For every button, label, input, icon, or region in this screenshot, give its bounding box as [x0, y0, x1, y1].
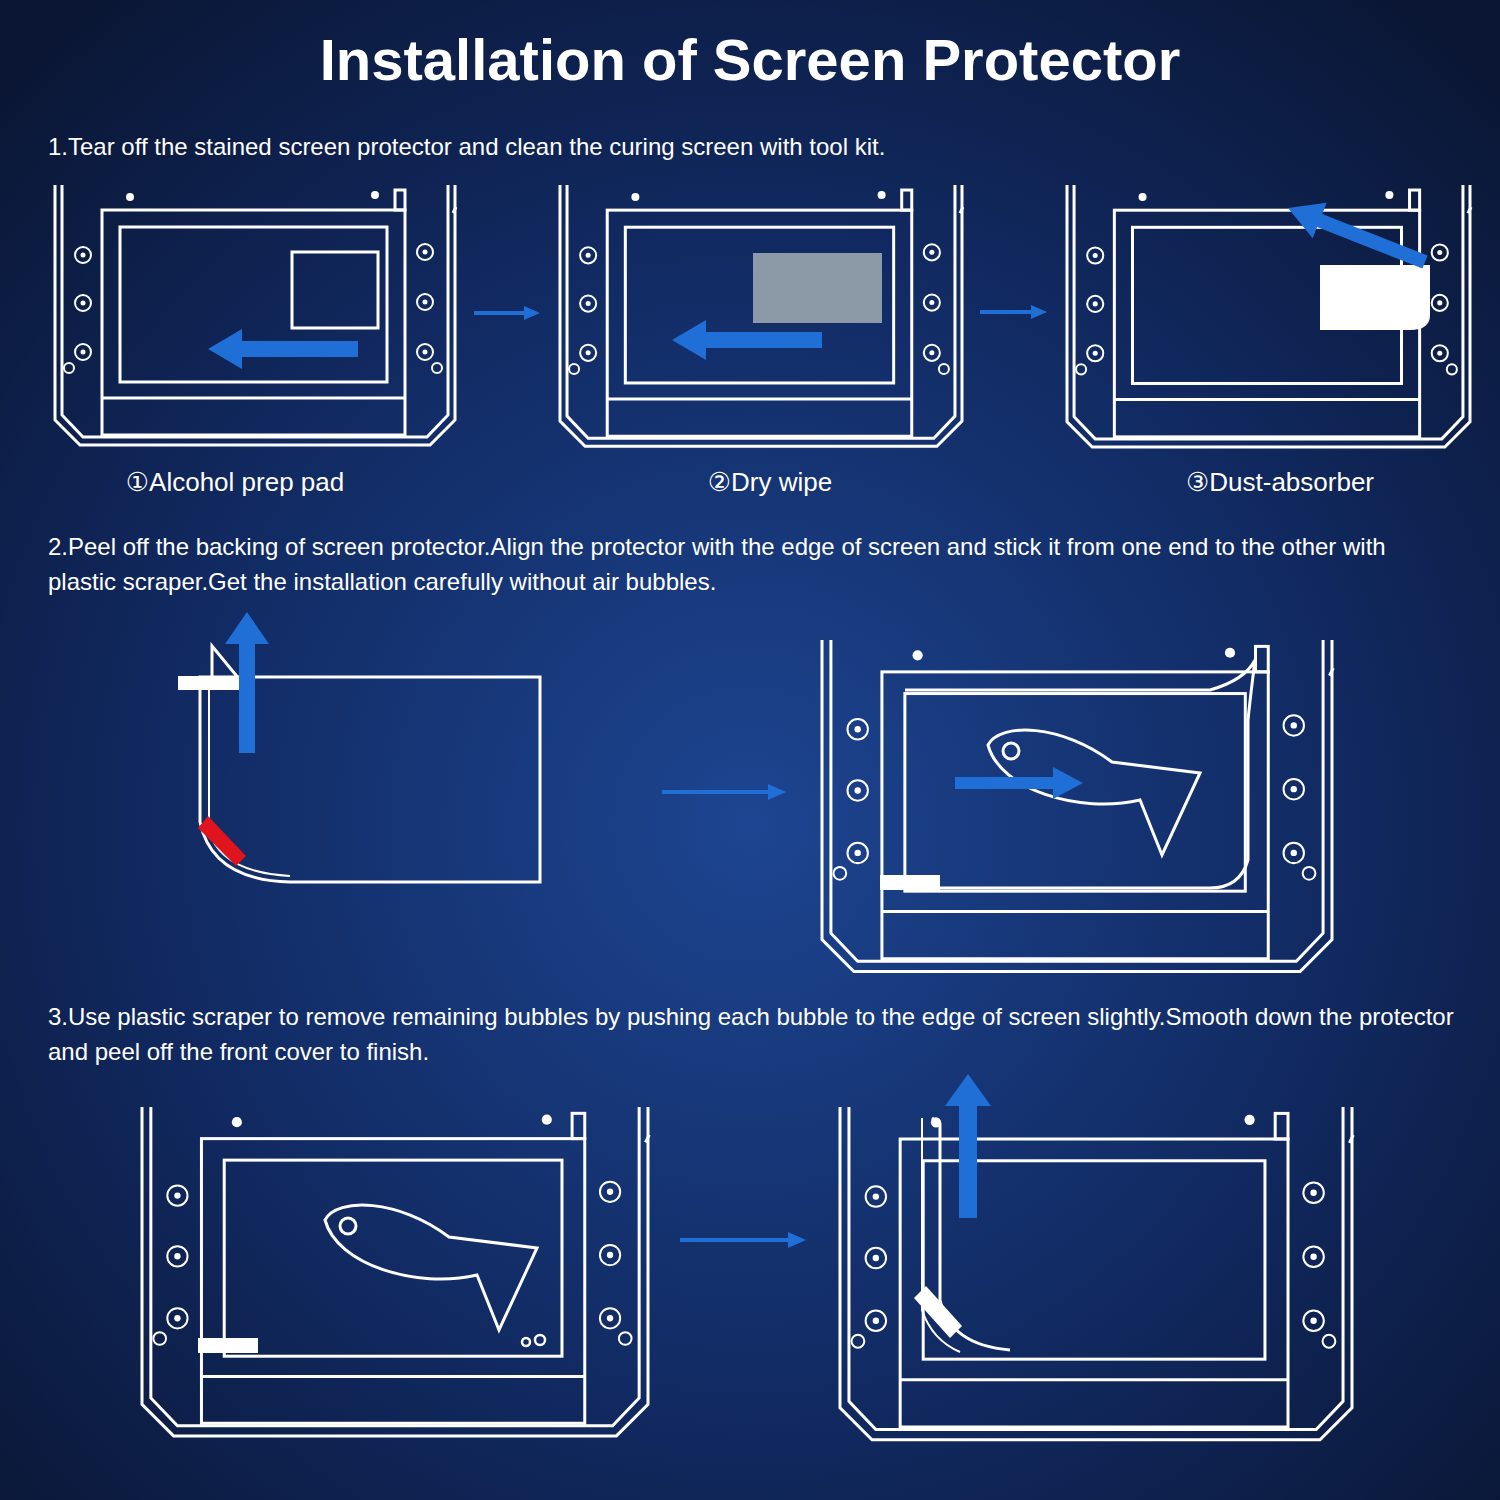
printer-figure — [560, 185, 963, 446]
air-bubble — [522, 1338, 530, 1346]
dust-absorber — [1320, 265, 1430, 330]
step-text: 2.Peel off the backing of screen protect… — [48, 530, 1458, 600]
fish-picture — [988, 730, 1200, 855]
direction-arrow — [955, 767, 1083, 799]
printer-figure — [840, 1107, 1353, 1440]
dry-wipe — [753, 253, 882, 323]
step-text: 1.Tear off the stained screen protector … — [48, 130, 1468, 165]
direction-arrow — [1288, 203, 1428, 269]
direction-arrow — [474, 306, 540, 320]
red-tab — [198, 816, 246, 866]
direction-arrow — [980, 305, 1047, 319]
printer-figure — [1067, 185, 1471, 447]
printer-figure — [142, 1107, 649, 1436]
printer-figure — [55, 185, 456, 445]
fish-picture — [325, 1205, 537, 1330]
peeled-corner — [212, 646, 240, 680]
direction-arrow — [208, 329, 358, 369]
cover-tab — [914, 1286, 962, 1338]
tool-caption: ①Alcohol prep pad — [55, 464, 415, 502]
plastic-scraper — [198, 1338, 258, 1353]
backing-tab — [178, 676, 240, 690]
step-text: 3.Use plastic scraper to remove remainin… — [48, 1000, 1458, 1070]
direction-arrow — [680, 1232, 806, 1248]
direction-arrow — [225, 612, 269, 753]
printer-figure — [822, 640, 1333, 972]
alcohol-pad — [292, 252, 378, 328]
air-bubble — [535, 1335, 545, 1345]
tool-caption: ③Dust-absorber — [1095, 464, 1465, 502]
tool-caption: ②Dry wipe — [590, 464, 950, 502]
direction-arrow — [662, 784, 786, 800]
screen-protector — [905, 660, 1255, 888]
direction-arrow — [945, 1074, 991, 1218]
direction-arrow — [672, 320, 822, 360]
page-title: Installation of Screen Protector — [0, 18, 1500, 102]
plastic-scraper — [880, 875, 940, 890]
